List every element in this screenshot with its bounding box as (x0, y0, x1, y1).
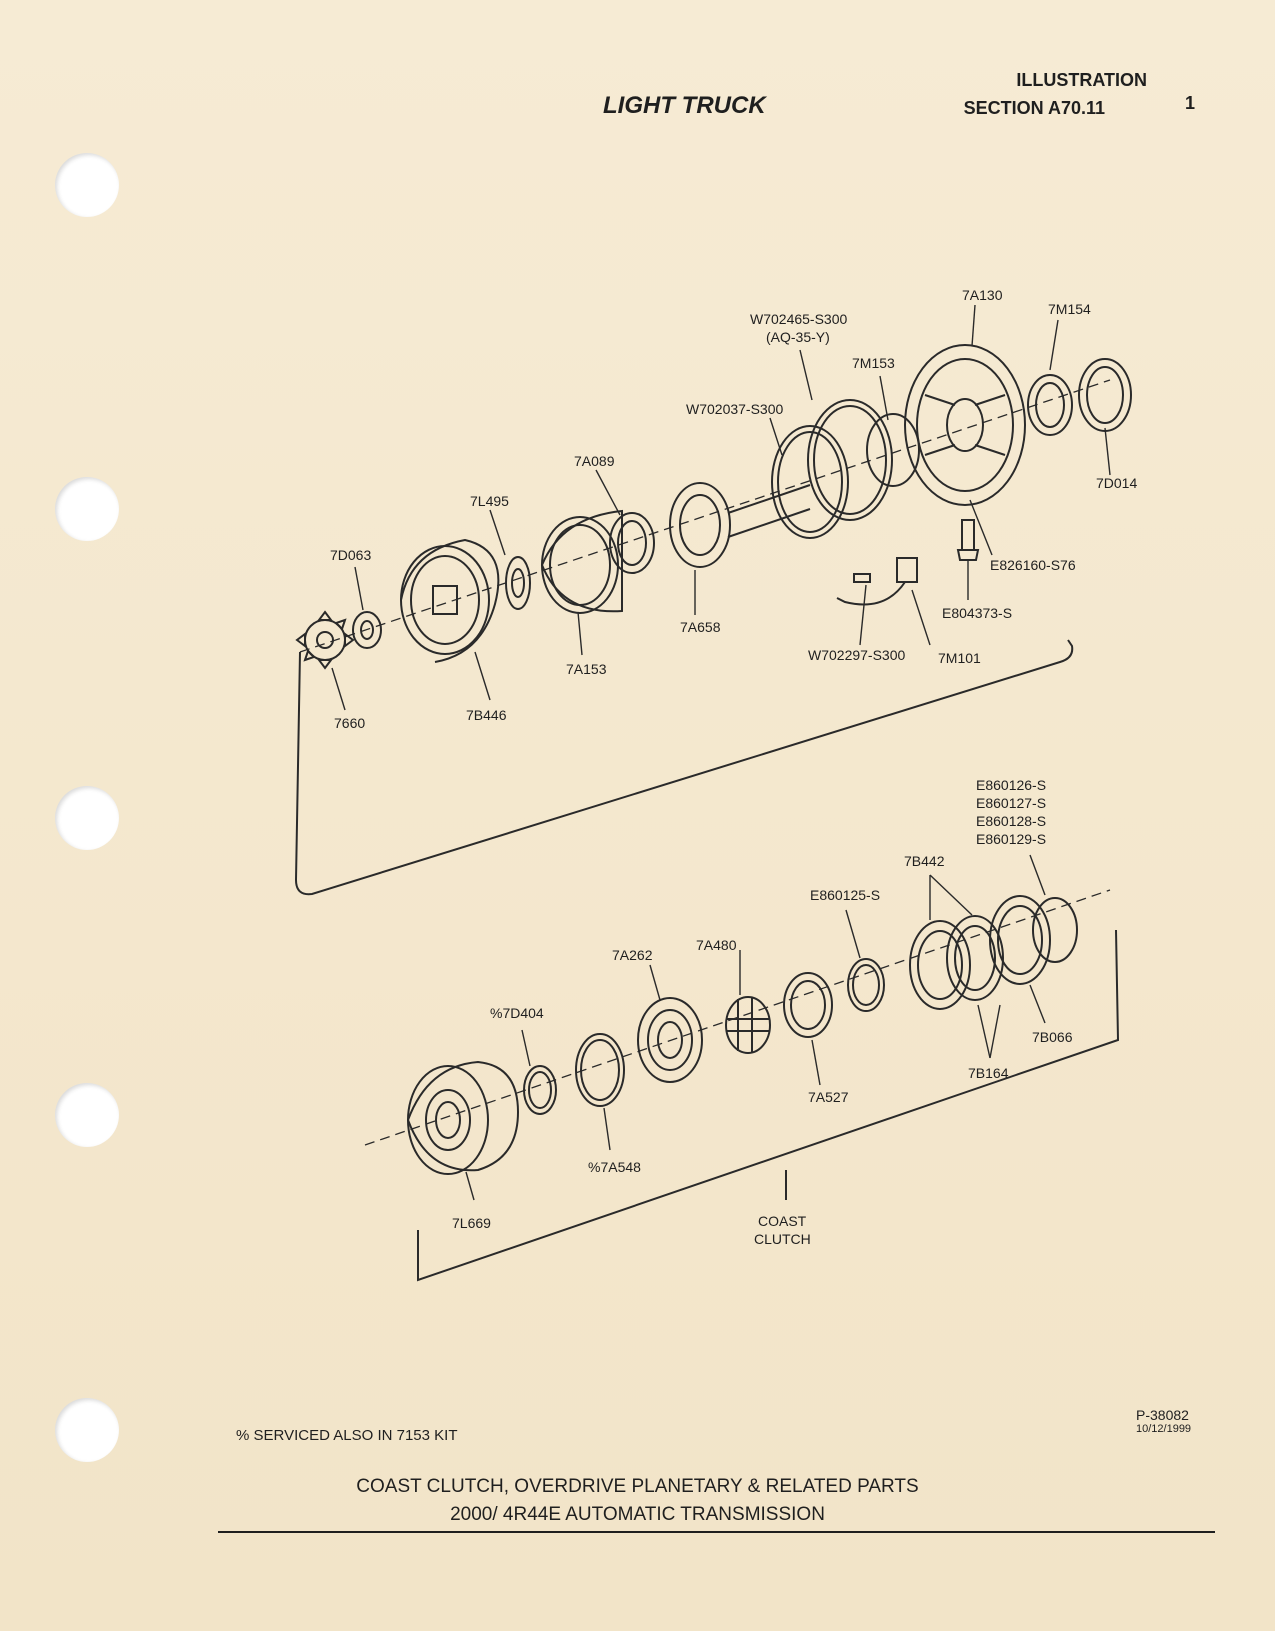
label-7D063: 7D063 (330, 547, 371, 563)
part-W702465 (807, 399, 893, 521)
label-7A527: 7A527 (808, 1089, 849, 1105)
label-7B446: 7B446 (466, 707, 507, 723)
label-E860126: E860126-S (976, 777, 1046, 793)
label-7B164: 7B164 (968, 1065, 1009, 1081)
upper-axis (299, 379, 1111, 653)
label-7A480: 7A480 (696, 937, 737, 953)
label-W702465: W702465-S300 (750, 311, 848, 327)
label-7B442: 7B442 (904, 853, 945, 869)
part-W702037 (771, 425, 849, 539)
part-7A089 (609, 512, 655, 574)
part-7A658 (669, 482, 811, 568)
label-E860125: E860125-S (810, 887, 880, 903)
illustration-label: ILLUSTRATION (1016, 70, 1147, 90)
label-E860128: E860128-S (976, 813, 1046, 829)
part-W702297 (853, 573, 871, 583)
label-7A548: %7A548 (588, 1159, 641, 1175)
label-E860127: E860127-S (976, 795, 1046, 811)
illustration-number: P-38082 (1136, 1407, 1189, 1423)
binder-hole (55, 477, 119, 541)
label-7M154: 7M154 (1048, 301, 1091, 317)
label-E804373: E804373-S (942, 605, 1012, 621)
page-number: 1 (1185, 93, 1196, 113)
label-E826160: E826160-S76 (990, 557, 1076, 573)
label-7L495: 7L495 (470, 493, 509, 509)
binder-hole (55, 1398, 119, 1462)
part-number-block: P-38082 10/12/1999 (1136, 1408, 1191, 1436)
section-label: SECTION A70.11 (963, 98, 1105, 118)
section-header: ILLUSTRATION SECTION A70.11 (964, 66, 1147, 122)
binder-hole (55, 1083, 119, 1147)
part-7660 (295, 610, 355, 670)
part-E860125 (847, 958, 885, 1012)
lower-bracket (417, 929, 1120, 1282)
upper-bracket (294, 639, 1074, 896)
label-7D404: %7D404 (490, 1005, 544, 1021)
part-7M101 (836, 557, 918, 606)
binder-hole (55, 153, 119, 217)
part-7M154 (1027, 374, 1073, 436)
label-coast: COAST (758, 1213, 807, 1229)
label-AQ35Y: (AQ-35-Y) (766, 329, 830, 345)
part-7M153 (866, 413, 920, 487)
caption-line-1: COAST CLUTCH, OVERDRIVE PLANETARY & RELA… (356, 1476, 919, 1497)
illustration-date: 10/12/1999 (1136, 1423, 1192, 1435)
page-title: LIGHT TRUCK (603, 92, 766, 119)
part-7B442 (909, 920, 971, 1010)
label-7L669: 7L669 (452, 1215, 491, 1231)
label-W702037: W702037-S300 (686, 401, 784, 417)
label-7A153: 7A153 (566, 661, 607, 677)
label-7D014: 7D014 (1096, 475, 1137, 491)
footnote: % SERVICED ALSO IN 7153 KIT (236, 1427, 458, 1444)
label-7660: 7660 (334, 715, 365, 731)
binder-hole (55, 786, 119, 850)
label-clutch: CLUTCH (754, 1231, 811, 1247)
part-7A480 (725, 996, 771, 1054)
part-E804373 (956, 519, 980, 561)
label-7A658: 7A658 (680, 619, 721, 635)
part-7D063 (352, 611, 382, 649)
part-7B066 (989, 895, 1051, 985)
part-7D014 (1078, 358, 1132, 432)
part-7A262 (637, 997, 703, 1083)
part-7D404 (523, 1065, 557, 1115)
label-7M101: 7M101 (938, 650, 981, 666)
part-7B164 (946, 915, 1004, 1001)
label-W702297: W702297-S300 (808, 647, 906, 663)
caption-line-2: 2000/ 4R44E AUTOMATIC TRANSMISSION (450, 1504, 825, 1525)
part-7A527 (783, 972, 833, 1038)
part-7A153 (540, 509, 623, 614)
part-7A548 (575, 1033, 625, 1107)
label-7A262: 7A262 (612, 947, 653, 963)
part-7B446 (400, 538, 500, 663)
part-7L495 (505, 556, 531, 610)
label-7B066: 7B066 (1032, 1029, 1073, 1045)
part-7A130 (904, 344, 1026, 506)
label-7A130: 7A130 (962, 287, 1003, 303)
label-E860129: E860129-S (976, 831, 1046, 847)
label-7A089: 7A089 (574, 453, 615, 469)
footer-rule (218, 1531, 1215, 1533)
part-7L669 (406, 1060, 520, 1175)
label-7M153: 7M153 (852, 355, 895, 371)
part-E860126 (1032, 897, 1078, 963)
